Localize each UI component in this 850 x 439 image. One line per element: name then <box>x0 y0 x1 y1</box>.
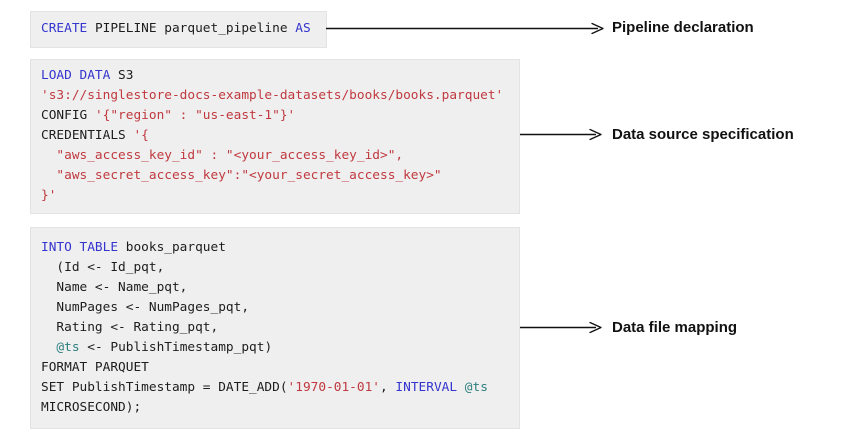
code-token-str: }' <box>41 188 57 203</box>
code-line: Rating <- Rating_pqt, <box>41 318 519 338</box>
code-line: FORMAT PARQUET <box>41 358 519 378</box>
code-token-plain <box>457 380 465 395</box>
code-token-str: '{ <box>133 128 149 143</box>
code-line: }' <box>41 186 519 206</box>
code-token-plain <box>41 340 56 355</box>
code-line: CONFIG '{"region" : "us-east-1"}' <box>41 106 519 126</box>
code-token-kw: INTO TABLE <box>41 240 119 255</box>
code-token-plain: PIPELINE parquet_pipeline <box>87 21 296 36</box>
code-line: SET PublishTimestamp = DATE_ADD('1970-01… <box>41 378 519 398</box>
code-line: Name <- Name_pqt, <box>41 278 519 298</box>
annotation-label-data-file-mapping: Data file mapping <box>612 319 738 336</box>
arrow-right-icon <box>326 22 604 35</box>
code-token-kw: INTERVAL <box>395 380 458 395</box>
code-token-kw: CREATE <box>41 21 88 36</box>
code-token-kw: AS <box>295 21 311 36</box>
code-block-data-source-specification: LOAD DATA S3 's3://singlestore-docs-examp… <box>30 59 520 214</box>
code-line: @ts <- PublishTimestamp_pqt) <box>41 338 519 358</box>
code-line: "aws_secret_access_key":"<your_secret_ac… <box>41 166 519 186</box>
code-token-kw: LOAD DATA <box>41 68 111 83</box>
code-token-plain: CONFIG <box>41 108 95 123</box>
code-token-plain: Rating <- Rating_pqt, <box>41 320 219 335</box>
code-line: CREATE PIPELINE parquet_pipeline AS <box>41 19 326 39</box>
code-token-plain: FORMAT PARQUET <box>41 360 149 375</box>
arrow-right-icon <box>520 321 602 334</box>
code-line: CREDENTIALS '{ <box>41 126 519 146</box>
code-token-var: @ts <box>56 340 80 355</box>
code-token-plain: Name <- Name_pqt, <box>41 280 188 295</box>
code-token-str: '{"region" : "us-east-1"}' <box>94 108 296 123</box>
code-token-plain: MICROSECOND); <box>41 400 142 415</box>
code-token-plain: CREDENTIALS <box>41 128 134 143</box>
code-block-data-file-mapping: INTO TABLE books_parquet (Id <- Id_pqt, … <box>30 227 520 429</box>
code-token-str: "aws_access_key_id" : "<your_access_key_… <box>41 148 404 163</box>
code-line: NumPages <- NumPages_pqt, <box>41 298 519 318</box>
code-token-plain: NumPages <- NumPages_pqt, <box>41 300 250 315</box>
code-line: "aws_access_key_id" : "<your_access_key_… <box>41 146 519 166</box>
code-line: MICROSECOND); <box>41 398 519 418</box>
code-token-plain: books_parquet <box>118 240 226 255</box>
code-line: (Id <- Id_pqt, <box>41 258 519 278</box>
code-line: 's3://singlestore-docs-example-datasets/… <box>41 86 519 106</box>
code-line: INTO TABLE books_parquet <box>41 238 519 258</box>
annotation-label-pipeline-declaration: Pipeline declaration <box>612 19 754 36</box>
code-token-str: '1970-01-01' <box>287 380 380 395</box>
code-token-plain: (Id <- Id_pqt, <box>41 260 165 275</box>
code-token-str: "aws_secret_access_key":"<your_secret_ac… <box>41 168 442 183</box>
annotation-label-data-source-specification: Data source specification <box>612 126 794 143</box>
code-token-plain: <- PublishTimestamp_pqt) <box>79 340 273 355</box>
code-token-plain: S3 <box>110 68 134 83</box>
code-block-pipeline-declaration: CREATE PIPELINE parquet_pipeline AS <box>30 11 327 48</box>
code-token-var: @ts <box>464 380 488 395</box>
code-token-plain: SET PublishTimestamp = DATE_ADD( <box>41 380 288 395</box>
code-token-plain: , <box>380 380 396 395</box>
arrow-right-icon <box>520 128 602 141</box>
code-token-str: 's3://singlestore-docs-example-datasets/… <box>41 88 504 103</box>
code-line: LOAD DATA S3 <box>41 66 519 86</box>
